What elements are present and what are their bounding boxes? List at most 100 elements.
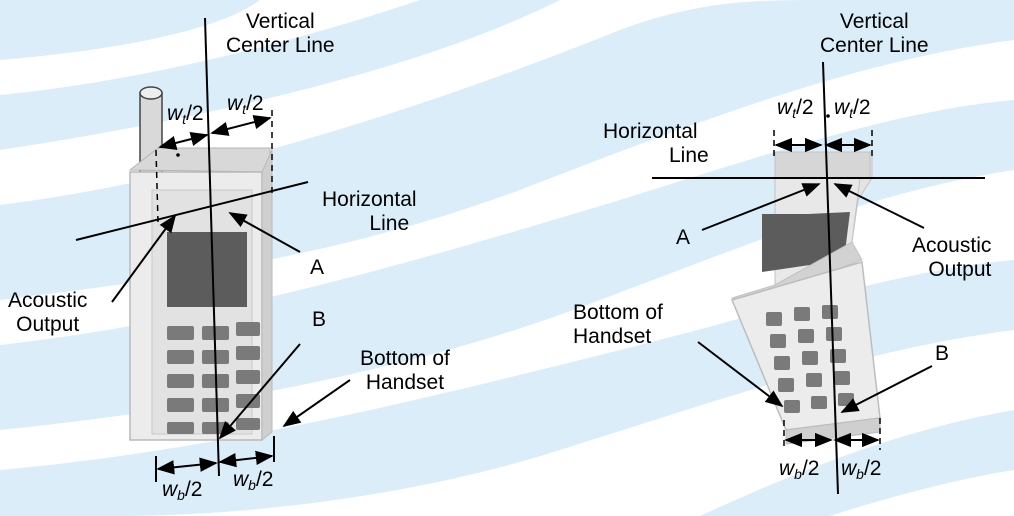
- dim-suffix: /2: [853, 96, 871, 119]
- key: [236, 322, 260, 336]
- dim-subscript: t: [849, 105, 854, 121]
- dim-symbol: w: [227, 92, 243, 115]
- left-bottom-left-dim-arrow: [156, 457, 218, 475]
- left-point-a-arrow: [228, 212, 301, 253]
- label-line: Horizontal: [603, 120, 698, 143]
- key: [774, 356, 790, 370]
- label-line: Line: [669, 144, 709, 167]
- key: [766, 312, 782, 326]
- label-line: Line: [369, 212, 410, 235]
- dim-suffix: /2: [255, 468, 274, 491]
- right-lines: [652, 61, 985, 495]
- phone-side: [261, 149, 273, 442]
- label-line: Output: [928, 258, 992, 281]
- label-line: Output: [16, 313, 80, 336]
- dim-subscript: b: [248, 477, 256, 493]
- key: [798, 329, 814, 343]
- dim-symbol: w: [167, 102, 183, 125]
- left-bottom-left-dim-label: wb/2: [162, 478, 202, 507]
- left-dot: [176, 153, 180, 157]
- key: [811, 396, 827, 409]
- left-horizontal-line-label: Horizontal Line: [322, 188, 417, 236]
- key: [834, 371, 850, 385]
- key: [794, 307, 810, 321]
- right-vertical-center-line-label: Vertical Center Line: [820, 10, 929, 58]
- left-bottom-right-dim-arrow: [218, 450, 274, 468]
- label-line: Handset: [573, 325, 652, 348]
- left-bottom-of-handset-arrow: [282, 379, 351, 428]
- left-point-b-label: B: [312, 308, 326, 332]
- label-line: Acoustic: [8, 289, 88, 312]
- label-line: Bottom of: [573, 301, 663, 324]
- key: [838, 393, 854, 406]
- dim-symbol: w: [777, 96, 793, 119]
- key: [778, 378, 794, 392]
- dim-symbol: w: [233, 468, 249, 491]
- antenna-top: [139, 86, 163, 100]
- right-acoustic-output-label: Acoustic Output: [912, 234, 991, 282]
- key: [167, 374, 194, 388]
- dim-subscript: t: [242, 101, 247, 117]
- left-top-right-dim-label: wt/2: [227, 92, 264, 121]
- key: [202, 398, 229, 412]
- dim-suffix: /2: [186, 102, 204, 125]
- key: [806, 373, 822, 387]
- dim-subscript: b: [794, 466, 802, 482]
- key: [826, 327, 842, 341]
- dim-symbol: w: [779, 457, 795, 480]
- dim-suffix: /2: [801, 457, 820, 480]
- flip-lid-top: [774, 151, 871, 179]
- label-line: Center Line: [226, 34, 335, 57]
- key: [167, 326, 194, 340]
- right-top-left-dim-label: wt/2: [777, 96, 814, 125]
- right-top-right-dim-label: wt/2: [834, 96, 871, 125]
- left-top-left-extension: [155, 149, 159, 223]
- wave-band: [700, 410, 1014, 516]
- key: [236, 370, 260, 384]
- key: [236, 418, 260, 430]
- right-point-b-arrow: [840, 365, 933, 413]
- dim-symbol: w: [841, 457, 857, 480]
- dim-subscript: b: [856, 466, 864, 482]
- left-bottom-of-handset-label: Bottom of Handset: [360, 347, 450, 395]
- dim-suffix: /2: [184, 478, 203, 501]
- dim-subscript: t: [182, 111, 187, 127]
- right-horizontal-line-label: Horizontal Line: [603, 120, 709, 168]
- dim-subscript: b: [177, 487, 185, 503]
- right-vertical-center-line: [822, 61, 839, 495]
- right-point-b-label: B: [935, 342, 949, 366]
- dim-suffix: /2: [863, 457, 882, 480]
- key: [167, 422, 194, 434]
- label-line: Bottom of: [360, 347, 450, 370]
- label-text: A: [310, 256, 325, 279]
- label-line: Handset: [365, 371, 445, 394]
- left-point-a-label: A: [310, 256, 324, 280]
- left-lines: [75, 17, 351, 482]
- key: [770, 334, 786, 348]
- right-dot: [826, 114, 830, 118]
- key: [784, 400, 800, 413]
- label-line: Horizontal: [322, 188, 417, 211]
- right-bottom-of-handset-label: Bottom of Handset: [573, 301, 663, 349]
- right-point-a-label: A: [676, 226, 690, 250]
- right-bottom-right-dim-label: wb/2: [841, 457, 881, 486]
- left-acoustic-output-label: Acoustic Output: [8, 289, 87, 337]
- key: [822, 305, 838, 319]
- left-top-left-dim-label: wt/2: [167, 102, 204, 131]
- left-bottom-right-dim-label: wb/2: [233, 468, 273, 497]
- label-line: Center Line: [820, 34, 929, 57]
- label-line: Vertical: [245, 10, 315, 33]
- label-line: Vertical: [839, 10, 909, 33]
- dim-suffix: /2: [246, 92, 264, 115]
- left-phone: [128, 86, 273, 442]
- label-text: B: [312, 308, 327, 331]
- right-bottom-of-handset-arrow: [697, 341, 784, 408]
- label-text: A: [676, 226, 691, 249]
- dim-symbol: w: [834, 96, 850, 119]
- key: [802, 351, 818, 365]
- left-vertical-center-line-label: Vertical Center Line: [226, 10, 335, 58]
- label-line: Acoustic: [912, 234, 992, 257]
- right-acoustic-output-arrow: [833, 183, 925, 229]
